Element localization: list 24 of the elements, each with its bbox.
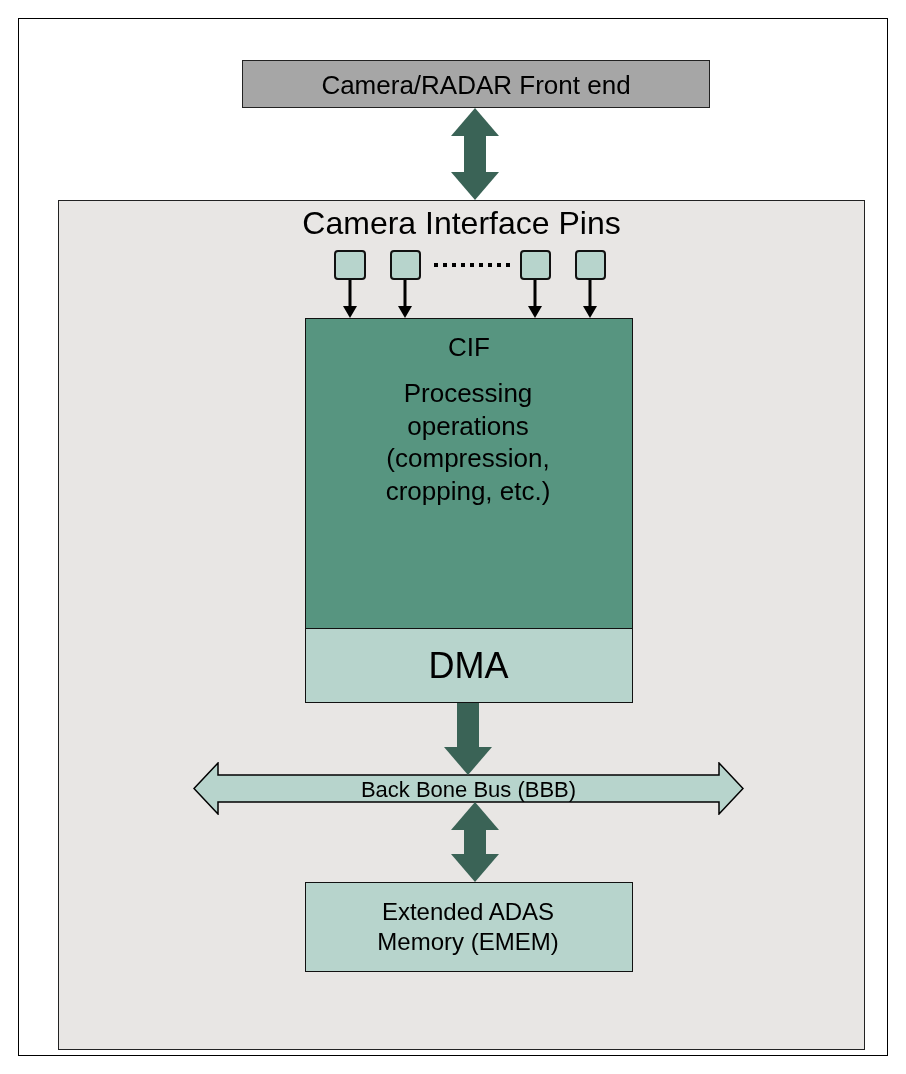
pin-box — [390, 250, 421, 280]
arrow — [398, 280, 412, 318]
chip-box — [58, 200, 865, 1050]
arrow — [343, 280, 357, 318]
node-label: Extended ADAS Memory (EMEM) — [376, 897, 560, 957]
memory-box — [305, 882, 633, 972]
front-end-box — [242, 60, 710, 108]
pin-box — [520, 250, 551, 280]
node-label: Camera/RADAR Front end — [320, 69, 632, 102]
arrow — [583, 280, 597, 318]
node-label: Processing operations (compression, cropping, etc.) — [384, 377, 552, 507]
pin-box — [334, 250, 366, 280]
node-label: DMA — [427, 643, 510, 688]
pin-box — [575, 250, 606, 280]
dma-box — [304, 627, 633, 703]
block-arrow — [444, 703, 492, 775]
arrow — [528, 280, 542, 318]
section-heading: Camera Interface Pins — [301, 205, 622, 242]
node-title: CIF — [447, 331, 491, 364]
cif-processing-box — [305, 318, 633, 703]
block-arrow — [451, 108, 499, 200]
bus-double-arrow — [193, 762, 744, 815]
node-label: Back Bone Bus (BBB) — [359, 776, 578, 804]
block-arrow — [451, 802, 499, 882]
